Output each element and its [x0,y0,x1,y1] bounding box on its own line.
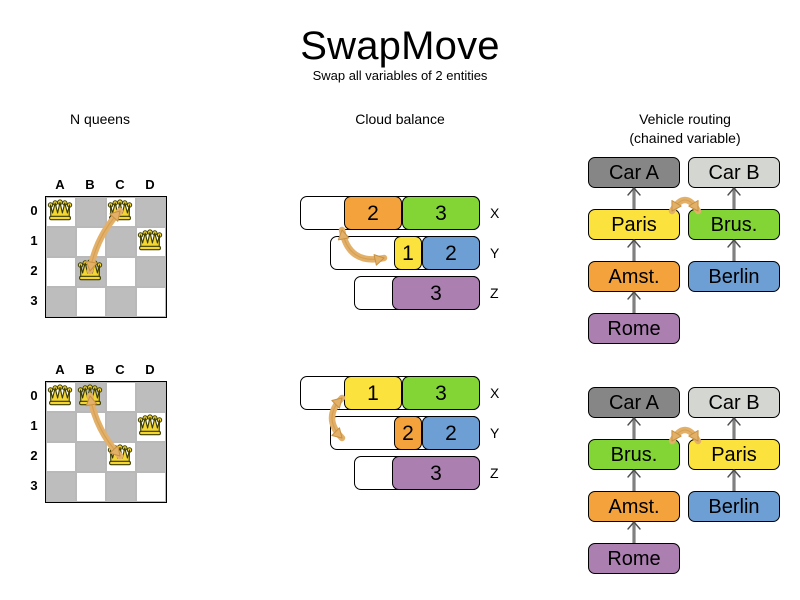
board-col-label-A: A [55,177,65,192]
board-cell-D1[interactable] [136,227,166,257]
route-node-rome[interactable]: Rome [588,313,680,344]
column-heading-nqueens: N queens [70,111,130,127]
vrp-heading-line2: (chained variable) [629,130,741,146]
chessboard [45,196,167,318]
route-node-amst[interactable]: Amst. [588,491,680,522]
column-heading-vehicle-routing: Vehicle routing (chained variable) [590,110,780,148]
board-cell-A2[interactable] [46,442,76,472]
board-cell-C3[interactable] [106,287,136,317]
board-cell-A1[interactable] [46,227,76,257]
route-node-paris[interactable]: Paris [688,439,780,470]
route-node-berlin[interactable]: Berlin [688,261,780,292]
board-col-label-B: B [85,177,95,192]
board-cell-A3[interactable] [46,472,76,502]
route-node-berlin[interactable]: Berlin [688,491,780,522]
process-block[interactable]: 1 [394,236,422,270]
board-cell-B0[interactable] [76,382,106,412]
board-cell-A0[interactable] [46,382,76,412]
board-row-label-3: 3 [30,293,38,308]
route-node-amst[interactable]: Amst. [588,261,680,292]
board-cell-A1[interactable] [46,412,76,442]
column-heading-cloud-balance: Cloud balance [355,111,445,127]
computer-label-X: X [490,385,500,401]
board-cell-B2[interactable] [76,257,106,287]
board-col-label-B: B [85,362,95,377]
board-col-label-C: C [115,177,125,192]
process-block[interactable]: 1 [344,376,402,410]
board-cell-A2[interactable] [46,257,76,287]
board-cell-A0[interactable] [46,197,76,227]
route-node-paris[interactable]: Paris [588,209,680,240]
board-row-label-2: 2 [30,263,38,278]
chessboard [45,381,167,503]
process-block[interactable]: 3 [392,456,480,490]
process-block[interactable]: 3 [392,276,480,310]
board-row-label-2: 2 [30,448,38,463]
board-cell-B1[interactable] [76,412,106,442]
board-cell-A3[interactable] [46,287,76,317]
process-block[interactable]: 2 [344,196,402,230]
route-node-rome[interactable]: Rome [588,543,680,574]
board-col-label-D: D [145,362,155,377]
board-cell-C0[interactable] [106,197,136,227]
computer-label-X: X [490,205,500,221]
board-cell-B0[interactable] [76,197,106,227]
board-cell-D2[interactable] [136,257,166,287]
board-col-label-C: C [115,362,125,377]
computer-label-Z: Z [490,465,499,481]
board-cell-C0[interactable] [106,382,136,412]
board-cell-B2[interactable] [76,442,106,472]
process-block[interactable]: 3 [402,376,480,410]
board-row-label-1: 1 [30,233,38,248]
board-cell-B3[interactable] [76,472,106,502]
board-cell-D2[interactable] [136,442,166,472]
board-cell-D3[interactable] [136,472,166,502]
board-cell-B1[interactable] [76,227,106,257]
computer-label-Y: Y [490,425,500,441]
process-block[interactable]: 2 [422,236,480,270]
board-cell-C1[interactable] [106,227,136,257]
board-cell-D0[interactable] [136,197,166,227]
process-block[interactable]: 2 [422,416,480,450]
board-cell-C2[interactable] [106,442,136,472]
board-row-label-0: 0 [30,388,38,403]
computer-label-Z: Z [490,285,499,301]
board-col-label-A: A [55,362,65,377]
page-title: SwapMove [300,24,500,68]
board-cell-D3[interactable] [136,287,166,317]
route-node-brus[interactable]: Brus. [688,209,780,240]
board-col-label-D: D [145,177,155,192]
page-subtitle: Swap all variables of 2 entities [312,68,488,83]
board-row-label-3: 3 [30,478,38,493]
process-block[interactable]: 2 [394,416,422,450]
nqueens-board-before: A B C D 0 1 2 3 [26,177,196,337]
board-cell-C2[interactable] [106,257,136,287]
board-cell-C3[interactable] [106,472,136,502]
board-cell-B3[interactable] [76,287,106,317]
computer-label-Y: Y [490,245,500,261]
route-node-car-a[interactable]: Car A [588,387,680,418]
vrp-heading-line1: Vehicle routing [639,111,731,127]
process-block[interactable]: 3 [402,196,480,230]
route-node-car-a[interactable]: Car A [588,157,680,188]
board-cell-D0[interactable] [136,382,166,412]
board-row-label-1: 1 [30,418,38,433]
board-cell-D1[interactable] [136,412,166,442]
route-node-car-b[interactable]: Car B [688,157,780,188]
route-node-car-b[interactable]: Car B [688,387,780,418]
board-cell-C1[interactable] [106,412,136,442]
nqueens-board-after: A B C D 0 1 2 3 [26,362,196,522]
board-row-label-0: 0 [30,203,38,218]
route-node-brus[interactable]: Brus. [588,439,680,470]
